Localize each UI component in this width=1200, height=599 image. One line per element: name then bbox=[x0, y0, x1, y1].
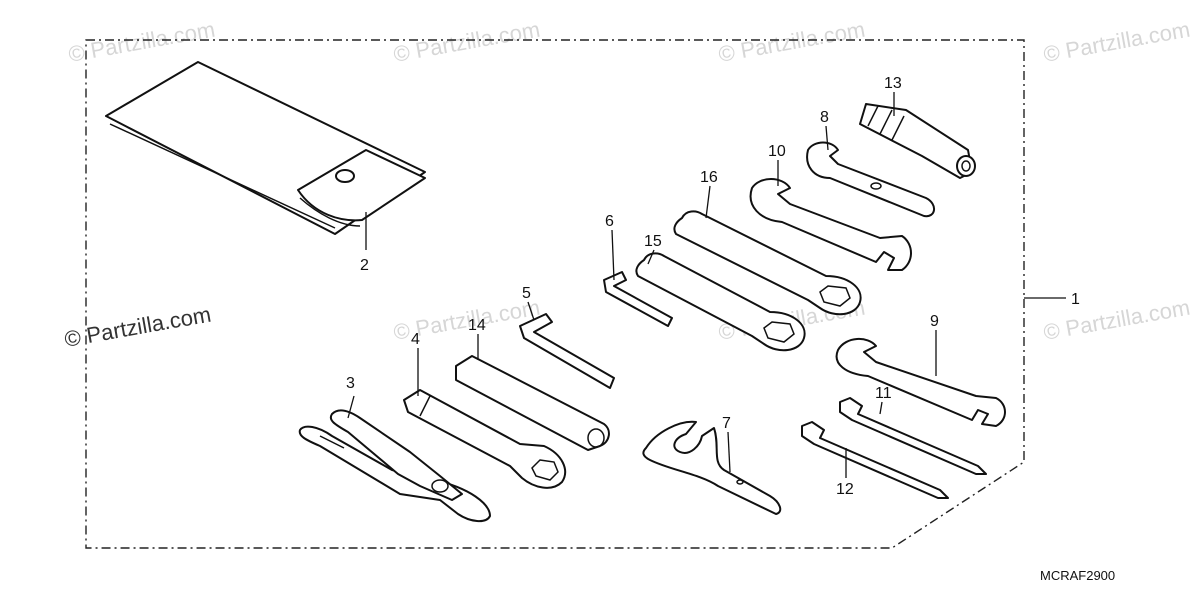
screwdriver-bit-11 bbox=[839, 397, 987, 475]
watermark: © Partzilla.com bbox=[1042, 295, 1192, 345]
callout-2: 2 bbox=[360, 257, 369, 274]
callout-1: 1 bbox=[1071, 291, 1080, 308]
pliers bbox=[298, 409, 491, 522]
callout-3: 3 bbox=[346, 375, 355, 392]
box-wrench-15 bbox=[635, 252, 806, 352]
extension-bar bbox=[455, 355, 610, 451]
watermark-prominent: © Partzilla.com bbox=[63, 302, 213, 352]
spark-plug-wrench bbox=[403, 389, 567, 489]
callout-10: 10 bbox=[768, 143, 786, 160]
callout-5: 5 bbox=[522, 285, 531, 302]
callout-7: 7 bbox=[722, 415, 731, 432]
hex-key-small bbox=[603, 271, 673, 327]
watermark: © Partzilla.com bbox=[1042, 17, 1192, 67]
leader-lines bbox=[347, 92, 1066, 478]
callout-11: 11 bbox=[875, 385, 892, 402]
kit-frame bbox=[85, 39, 1025, 549]
callout-6: 6 bbox=[605, 213, 614, 230]
callout-8: 8 bbox=[820, 109, 829, 126]
small-wrench bbox=[806, 141, 935, 218]
callout-4: 4 bbox=[411, 331, 420, 348]
callout-12: 12 bbox=[836, 481, 854, 498]
double-wrench-10 bbox=[749, 178, 912, 271]
watermark: © Partzilla.com bbox=[392, 17, 542, 67]
callout-14: 14 bbox=[468, 317, 486, 334]
callout-labels: 1 2 3 4 5 6 7 8 9 10 11 12 13 14 15 16 bbox=[346, 75, 1080, 498]
tool-pouch bbox=[105, 61, 426, 235]
diagram-code: MCRAF2900 bbox=[1040, 568, 1115, 583]
callout-9: 9 bbox=[930, 313, 939, 330]
callout-16: 16 bbox=[700, 169, 718, 186]
screwdriver-handle bbox=[859, 103, 976, 179]
watermark: © Partzilla.com bbox=[717, 17, 867, 67]
box-wrench-16 bbox=[673, 210, 862, 316]
watermark: © Partzilla.com bbox=[67, 17, 217, 67]
pin-spanner bbox=[642, 420, 782, 515]
callout-13: 13 bbox=[884, 75, 902, 92]
hex-key-large bbox=[519, 313, 615, 389]
callout-15: 15 bbox=[644, 233, 662, 250]
screwdriver-bit-12 bbox=[801, 421, 949, 499]
double-wrench-9 bbox=[835, 338, 1006, 427]
